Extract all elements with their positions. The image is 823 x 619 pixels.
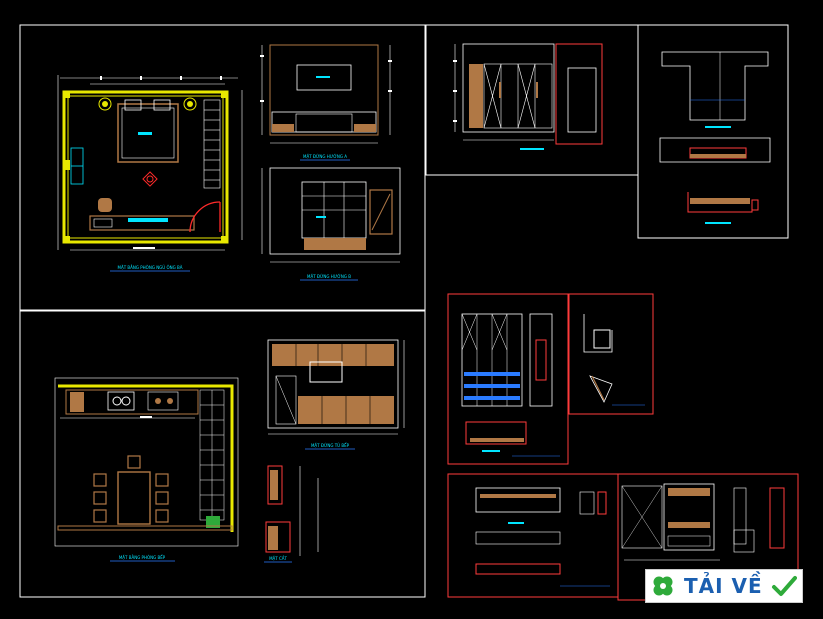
checkmark-icon (771, 576, 797, 596)
kitchen-plan: MẶT BẰNG PHÒNG BẾP (54, 377, 239, 562)
caption-bedroom-plan: MẶT BẰNG PHÒNG NGỦ ÔNG BÀ (118, 265, 183, 270)
detail-3-shelves (475, 487, 610, 587)
kitchen-section: MẶT CẮT (264, 465, 319, 563)
elevation-b: MẶT ĐỨNG HƯỚNG B (261, 167, 401, 281)
badge-label: TẢI VỀ (684, 574, 763, 598)
caption-kitchen-plan: MẶT BẰNG PHÒNG BẾP (119, 554, 166, 560)
frame-section (637, 24, 789, 239)
caption-section: MẶT CẮT (269, 556, 287, 561)
frame-bedroom (19, 24, 426, 311)
sheet-frames (19, 24, 789, 598)
clover-icon (653, 576, 673, 596)
frame-detail-1 (447, 293, 569, 465)
frame-detail-2 (568, 293, 654, 415)
elevation-a: MẶT ĐỨNG HƯỚNG A (260, 44, 392, 161)
caption-kitchen-elevation: MẶT ĐỨNG TỦ BẾP (311, 442, 350, 448)
detail-frames (447, 293, 799, 601)
wardrobe-elevation (453, 43, 603, 150)
frame-detail-3 (447, 473, 619, 598)
kitchen-elevation: MẶT ĐỨNG TỦ BẾP (267, 339, 405, 450)
section-detail (659, 51, 771, 224)
detail-1-wardrobe (461, 313, 560, 457)
bedroom-plan: MẶT BẰNG PHÒNG NGỦ ÔNG BÀ (57, 75, 243, 272)
frame-wardrobe (425, 24, 639, 176)
detail-2 (583, 314, 645, 406)
caption-elevation-a: MẶT ĐỨNG HƯỚNG A (303, 154, 347, 159)
download-badge[interactable]: TẢI VỀ (645, 569, 803, 603)
frame-kitchen (19, 310, 426, 598)
caption-elevation-b: MẶT ĐỨNG HƯỚNG B (307, 274, 351, 279)
detail-4-cabinet (621, 483, 785, 561)
